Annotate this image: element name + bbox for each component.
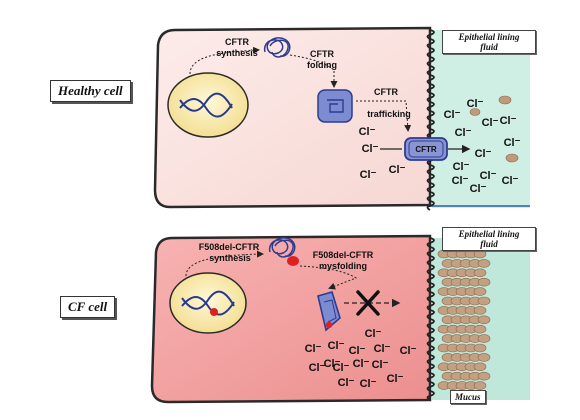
cf-synthesis-arrow xyxy=(185,250,264,277)
cf-chloride-ion-12: Cl⁻ xyxy=(360,378,377,390)
healthy-chloride-ion-3: Cl⁻ xyxy=(389,164,406,176)
cf-cell-label: CF cell xyxy=(60,296,116,318)
healthy-cftr-channel-icon xyxy=(404,137,448,161)
mucus-particle xyxy=(477,277,491,287)
healthy-chloride-ion-13: Cl⁻ xyxy=(502,175,519,187)
cf-chloride-ion-0: Cl⁻ xyxy=(365,328,382,340)
cf-elf-label-line1: Epithelial lining xyxy=(458,229,520,239)
mucus-particle xyxy=(473,343,487,353)
cf-chloride-ion-9: Cl⁻ xyxy=(372,359,389,371)
healthy-elf-label-line1: Epithelial lining xyxy=(458,32,520,42)
healthy-synthesis-label-line2: synthesis xyxy=(216,48,258,58)
cf-synthesis-label-line2: synthesis xyxy=(209,253,251,263)
cf-chloride-ion-5: Cl⁻ xyxy=(400,345,417,357)
cf-mucus-layer xyxy=(437,249,491,390)
mucus-particle xyxy=(473,306,487,315)
healthy-chloride-ion-8: Cl⁻ xyxy=(500,115,517,127)
healthy-nucleus xyxy=(167,72,249,138)
cf-chloride-ion-3: Cl⁻ xyxy=(328,340,345,352)
healthy-trafficking-label-line2: trafficking xyxy=(367,109,411,119)
healthy-elf-label: Epithelial lining fluid xyxy=(442,30,536,54)
cf-chloride-ion-13: Cl⁻ xyxy=(333,362,350,374)
cf-microvilli xyxy=(426,237,435,401)
healthy-chloride-ion-9: Cl⁻ xyxy=(475,148,492,160)
healthy-synthesis-label-line1: CFTR xyxy=(225,37,249,47)
healthy-chloride-ion-4: Cl⁻ xyxy=(444,109,461,121)
cf-misfolded-cftr-icon xyxy=(317,291,341,332)
healthy-folding-label-line2: folding xyxy=(307,60,337,70)
healthy-chloride-ion-6: Cl⁻ xyxy=(455,127,472,139)
cf-misfolding-label-line2: mysfolding xyxy=(319,261,367,271)
healthy-fluid-region xyxy=(432,30,530,208)
healthy-chloride-ion-7: Cl⁻ xyxy=(482,117,499,129)
mucus-particle xyxy=(477,296,491,306)
mucus-particle xyxy=(473,287,487,296)
mucus-particle xyxy=(473,381,487,390)
cf-cftr-unfolded-icon xyxy=(268,237,296,258)
cf-dna-icon xyxy=(181,290,235,316)
cf-chloride-ion-2: Cl⁻ xyxy=(305,343,322,355)
cf-elf-label: Epithelial lining fluid xyxy=(442,227,536,251)
healthy-chloride-ion-15: Cl⁻ xyxy=(470,183,487,195)
cf-elf-label-line2: fluid xyxy=(480,239,498,249)
healthy-trafficking-arrow xyxy=(356,100,412,132)
healthy-mucus-particles xyxy=(469,95,519,163)
cf-mutation-site-icon xyxy=(287,256,299,266)
cf-chloride-ion-1: Cl⁻ xyxy=(374,343,391,355)
healthy-dna-icon xyxy=(179,92,233,118)
healthy-chloride-ion-2: Cl⁻ xyxy=(360,169,377,181)
healthy-microvilli xyxy=(426,29,435,211)
mucus-particle xyxy=(473,249,487,259)
healthy-chloride-ion-10: Cl⁻ xyxy=(504,137,521,149)
healthy-synthesis-arrow xyxy=(189,46,260,75)
healthy-chloride-ion-1: Cl⁻ xyxy=(362,143,379,155)
healthy-channel-label: CFTR xyxy=(415,145,437,154)
cf-chloride-ion-6: Cl⁻ xyxy=(309,362,326,374)
healthy-cftr-unfolded-icon xyxy=(263,37,291,58)
healthy-chloride-ion-12: Cl⁻ xyxy=(480,170,497,182)
healthy-elf-label-line2: fluid xyxy=(480,42,498,52)
cf-misfolding-label-line1: F508del-CFTR xyxy=(313,250,374,260)
mucus-particle xyxy=(477,371,491,381)
mucus-particle xyxy=(477,353,491,362)
mucus-label: Mucus xyxy=(450,390,486,404)
mucus-particle xyxy=(473,324,487,334)
cf-dna-mutation-icon xyxy=(210,308,218,316)
healthy-cell-label: Healthy cell xyxy=(50,80,131,102)
mucus-particle xyxy=(477,259,491,268)
healthy-chloride-ion-0: Cl⁻ xyxy=(359,126,376,138)
mucus-particle xyxy=(477,334,491,343)
cf-chloride-ion-10: Cl⁻ xyxy=(338,377,355,389)
cf-chloride-ion-4: Cl⁻ xyxy=(349,345,366,357)
healthy-chloride-ion-5: Cl⁻ xyxy=(467,98,484,110)
mucus-particle xyxy=(477,315,491,325)
cf-chloride-ion-11: Cl⁻ xyxy=(387,373,404,385)
healthy-trafficking-label-line1: CFTR xyxy=(374,87,398,97)
healthy-cftr-folded-icon xyxy=(317,89,353,123)
healthy-chloride-ion-11: Cl⁻ xyxy=(453,161,470,173)
mucus-particle xyxy=(473,268,487,278)
cf-chloride-ion-7: Cl⁻ xyxy=(324,358,341,370)
cf-synthesis-label-line1: F508del-CFTR xyxy=(199,242,260,252)
cross-icon xyxy=(356,290,380,316)
cf-misfolding-arrow xyxy=(299,265,358,290)
cf-nucleus xyxy=(169,272,247,334)
healthy-folding-label-line1: CFTR xyxy=(310,49,334,59)
mucus-particle xyxy=(473,362,487,372)
cf-chloride-ion-8: Cl⁻ xyxy=(353,358,370,370)
healthy-cell-body xyxy=(153,26,432,209)
healthy-chloride-ion-14: Cl⁻ xyxy=(452,175,469,187)
